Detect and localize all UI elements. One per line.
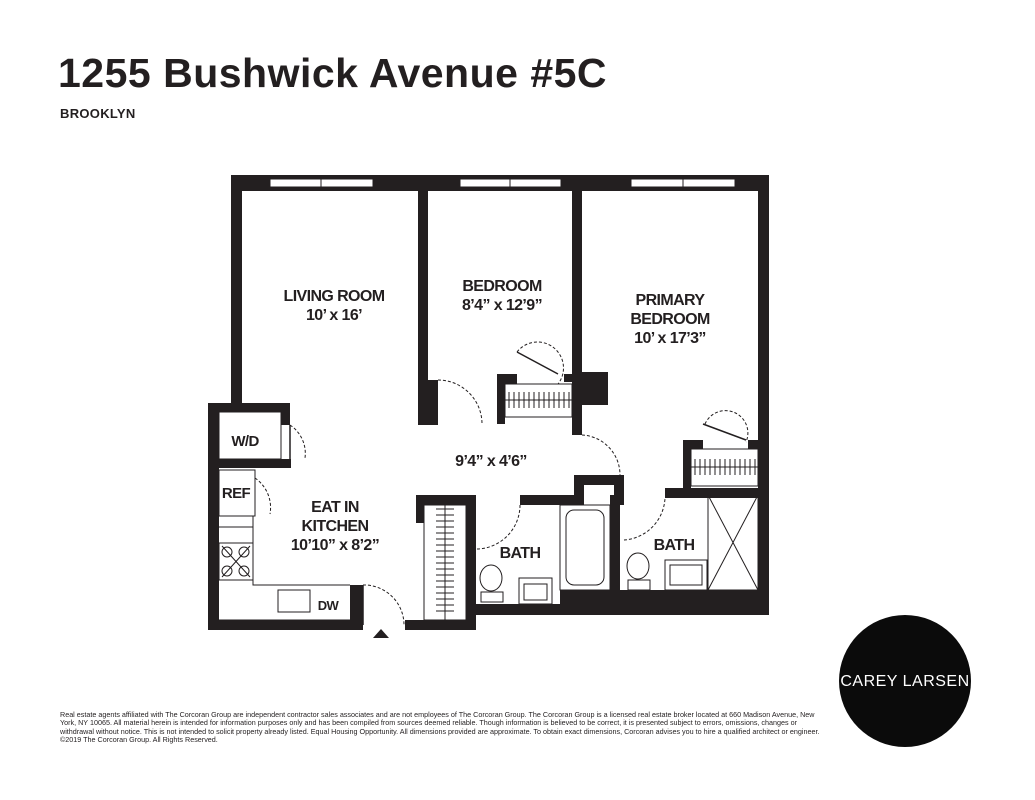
bath2-label: BATH xyxy=(654,537,695,554)
left-wall-lower xyxy=(208,403,219,630)
dw-label: DW xyxy=(318,598,340,613)
legal-disclaimer: Real estate agents affiliated with The C… xyxy=(60,710,820,745)
primary-bedroom-dims: 10’ x 17’3” xyxy=(634,330,706,347)
kitchen-label-1: EAT IN xyxy=(311,499,359,516)
bathtub xyxy=(559,504,611,591)
bottom-wall-kitchen xyxy=(208,620,363,630)
windows xyxy=(269,178,736,188)
burner-icon xyxy=(221,546,233,558)
wd-bottom-wall xyxy=(219,459,291,468)
bath-divider xyxy=(610,495,620,610)
bath2-fixtures xyxy=(626,494,759,591)
linen-closet-left xyxy=(416,495,424,523)
linen-closet-right xyxy=(466,495,476,630)
stove xyxy=(218,542,254,581)
bedroom-closet-left xyxy=(497,374,505,424)
living-room-label: LIVING ROOM xyxy=(284,288,385,305)
door-bath2 xyxy=(623,497,666,541)
bath1-label: BATH xyxy=(500,545,541,562)
bedroom-closet-top xyxy=(497,374,517,384)
kitchen-counter-wall xyxy=(350,585,363,630)
door-wd xyxy=(289,424,306,459)
wd-top-wall xyxy=(208,403,290,412)
burner-icon xyxy=(238,565,250,577)
bath-divider-top xyxy=(574,475,618,485)
column xyxy=(577,372,608,405)
door-bedroom xyxy=(437,379,483,425)
bath2-sink xyxy=(664,559,708,591)
bedroom-dims: 8’4” x 12’9” xyxy=(462,297,542,314)
burner-icon xyxy=(221,565,233,577)
toilet xyxy=(626,552,650,580)
bedroom-primary-wall xyxy=(572,175,582,435)
kitchen-dims: 10’10” x 8’2” xyxy=(291,537,379,554)
primary-closet-left xyxy=(683,440,691,490)
door-primary xyxy=(581,434,621,476)
primary-bedroom-label-1: PRIMARY xyxy=(636,292,706,309)
closet-rods xyxy=(423,383,759,621)
listing-title: 1255 Bushwick Avenue #5C xyxy=(58,50,608,96)
linen-closet-top xyxy=(416,495,476,505)
primary-bedroom-label-2: BEDROOM xyxy=(630,311,710,328)
wd-right-wall xyxy=(281,403,290,425)
door-bedroom-closet xyxy=(516,341,564,385)
brand-logo: CAREY LARSEN xyxy=(839,615,971,747)
shower xyxy=(707,494,759,591)
door-primary-closet xyxy=(704,410,749,443)
burner-icon xyxy=(238,546,250,558)
bottom-wall-closet xyxy=(405,620,475,630)
hall-dims: 9’4” x 4’6” xyxy=(455,453,527,470)
logo-text: CAREY LARSEN xyxy=(840,673,970,690)
door-entry xyxy=(362,584,405,626)
wd-label: W/D xyxy=(231,433,259,450)
kitchen-counters xyxy=(218,469,350,621)
bedroom-label: BEDROOM xyxy=(462,278,542,295)
bath2-left-wall xyxy=(614,475,624,505)
living-room-dims: 10’ x 16’ xyxy=(306,307,362,324)
walls xyxy=(208,175,769,630)
listing-location: BROOKLYN xyxy=(60,106,136,121)
right-wall xyxy=(758,175,769,615)
primary-closet-right xyxy=(748,440,760,449)
door-bath1 xyxy=(475,504,521,550)
kitchen-sink xyxy=(277,589,311,613)
living-bedroom-wall xyxy=(418,175,428,425)
bath1-fixtures xyxy=(479,504,611,605)
door-ref xyxy=(254,477,272,515)
door-swings xyxy=(254,341,749,626)
ref-label: REF xyxy=(222,485,251,502)
bath-bottom-thick xyxy=(560,590,769,615)
primary-closet-bottom xyxy=(665,488,760,498)
bath1-top-wall xyxy=(520,495,584,505)
entry-arrow-icon xyxy=(373,629,389,638)
washer-dryer-unit xyxy=(218,411,282,460)
bath-divider-upper xyxy=(574,475,584,505)
room-labels: LIVING ROOM 10’ x 16’ BEDROOM 8’4” x 12’… xyxy=(222,278,711,613)
bath1-sink xyxy=(518,577,553,605)
kitchen-label-2: KITCHEN xyxy=(302,518,369,535)
bedroom-closet-right xyxy=(564,374,578,382)
hanger-ticks xyxy=(436,392,756,612)
toilet xyxy=(479,564,503,592)
left-wall-upper xyxy=(231,175,242,407)
primary-closet-top xyxy=(683,440,703,449)
bedroom-closet-stub xyxy=(428,380,438,425)
